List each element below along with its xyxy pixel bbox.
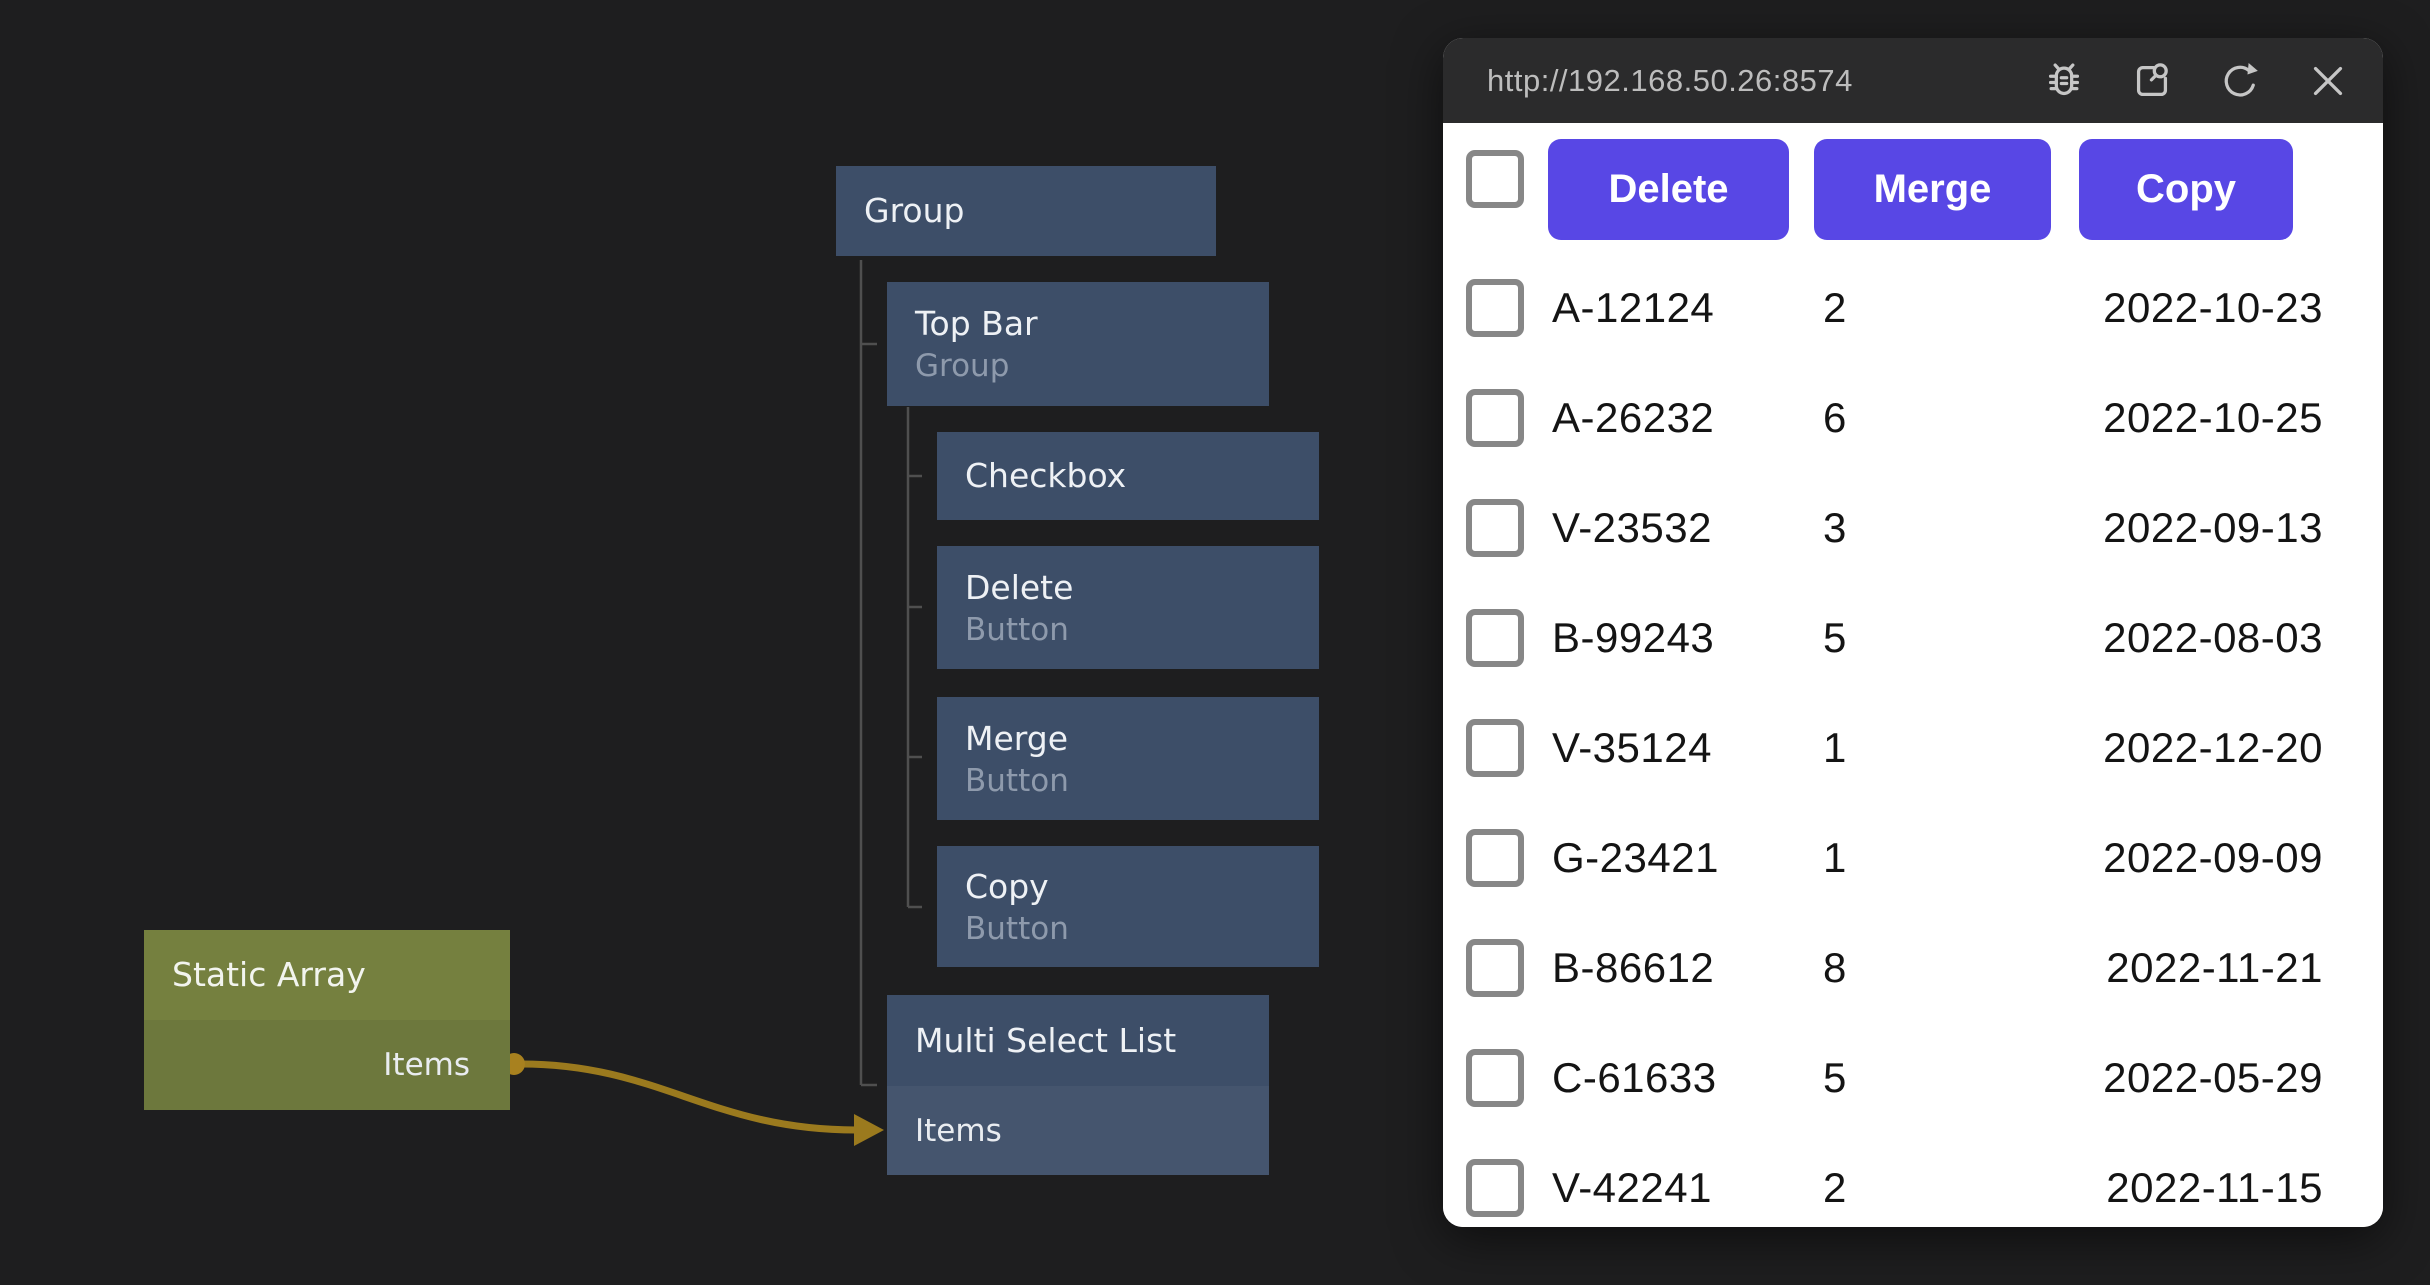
item-qty: 1 xyxy=(1823,834,1847,881)
list-item[interactable]: B-99243 5 2022-08-03 xyxy=(1443,583,2383,693)
item-id: G-23421 xyxy=(1552,834,1719,881)
item-qty: 2 xyxy=(1823,1164,1847,1211)
list-toolbar: Delete Merge Copy xyxy=(1443,131,2383,261)
item-date: 2022-12-20 xyxy=(2103,724,2323,771)
node-group-title: Group xyxy=(864,191,965,230)
item-id: A-12124 xyxy=(1552,284,1715,331)
item-id: A-26232 xyxy=(1552,394,1715,441)
item-date: 2022-11-15 xyxy=(2106,1164,2323,1211)
list-item[interactable]: A-12124 2 2022-10-23 xyxy=(1443,253,2383,363)
node-delete-title: Delete xyxy=(965,567,1074,607)
refresh-icon[interactable] xyxy=(2217,58,2263,104)
item-date: 2022-08-03 xyxy=(2103,614,2323,661)
node-copy-title: Copy xyxy=(965,866,1049,906)
item-id: V-35124 xyxy=(1552,724,1712,771)
item-qty: 5 xyxy=(1823,614,1847,661)
node-copy-button[interactable]: Copy Button xyxy=(937,846,1319,967)
node-top-bar[interactable]: Top Bar Group xyxy=(887,282,1269,406)
node-multi-select-list[interactable]: Multi Select List Items xyxy=(887,995,1269,1175)
row-checkbox[interactable] xyxy=(1466,279,1524,337)
list-item[interactable]: V-42241 2 2022-11-15 xyxy=(1443,1133,2383,1227)
item-qty: 5 xyxy=(1823,1054,1847,1101)
item-list: A-12124 2 2022-10-23 A-26232 6 2022-10-2… xyxy=(1443,253,2383,1227)
row-checkbox[interactable] xyxy=(1466,609,1524,667)
item-date: 2022-11-21 xyxy=(2106,944,2323,991)
item-id: C-61633 xyxy=(1552,1054,1717,1101)
node-top-bar-title: Top Bar xyxy=(915,304,1038,343)
preview-window: http://192.168.50.26:8574 xyxy=(1443,38,2383,1227)
item-date: 2022-09-09 xyxy=(2103,834,2323,881)
list-item[interactable]: G-23421 1 2022-09-09 xyxy=(1443,803,2383,913)
item-id: V-42241 xyxy=(1552,1164,1712,1211)
node-static-array-title: Static Array xyxy=(172,955,366,994)
items-output-port-label: Items xyxy=(383,1047,470,1083)
delete-button[interactable]: Delete xyxy=(1548,139,1789,240)
merge-button[interactable]: Merge xyxy=(1814,139,2051,240)
node-top-bar-type: Group xyxy=(915,348,1010,384)
node-delete-button[interactable]: Delete Button xyxy=(937,546,1319,669)
node-merge-type: Button xyxy=(965,762,1069,799)
item-id: B-86612 xyxy=(1552,944,1715,991)
node-copy-type: Button xyxy=(965,910,1069,947)
item-qty: 6 xyxy=(1823,394,1847,441)
copy-button[interactable]: Copy xyxy=(2079,139,2293,240)
node-checkbox-title: Checkbox xyxy=(965,456,1127,495)
item-qty: 8 xyxy=(1823,944,1847,991)
row-checkbox[interactable] xyxy=(1466,1049,1524,1107)
select-all-checkbox[interactable] xyxy=(1466,150,1524,208)
item-qty: 1 xyxy=(1823,724,1847,771)
node-multi-select-list-title: Multi Select List xyxy=(915,1020,1177,1060)
item-date: 2022-10-23 xyxy=(2103,284,2323,331)
node-static-array[interactable]: Static Array Items xyxy=(144,930,510,1110)
row-checkbox[interactable] xyxy=(1466,939,1524,997)
node-multi-select-list-items-port[interactable]: Items xyxy=(887,1086,1269,1175)
preview-titlebar[interactable]: http://192.168.50.26:8574 xyxy=(1443,38,2383,123)
debug-icon[interactable] xyxy=(2041,58,2087,104)
connection-wire-static-array-to-multi-select[interactable] xyxy=(503,1053,884,1146)
item-id: B-99243 xyxy=(1552,614,1715,661)
wire-arrowhead-icon xyxy=(854,1114,884,1146)
row-checkbox[interactable] xyxy=(1466,389,1524,447)
node-checkbox[interactable]: Checkbox xyxy=(937,432,1319,520)
item-date: 2022-09-13 xyxy=(2103,504,2323,551)
item-id: V-23532 xyxy=(1552,504,1712,551)
node-group[interactable]: Group xyxy=(836,166,1216,256)
close-icon[interactable] xyxy=(2305,58,2351,104)
list-item[interactable]: C-61633 5 2022-05-29 xyxy=(1443,1023,2383,1133)
item-qty: 2 xyxy=(1823,284,1847,331)
node-delete-type: Button xyxy=(965,611,1069,648)
item-date: 2022-10-25 xyxy=(2103,394,2323,441)
item-date: 2022-05-29 xyxy=(2103,1054,2323,1101)
node-merge-button[interactable]: Merge Button xyxy=(937,697,1319,820)
inspect-page-icon[interactable] xyxy=(2129,58,2175,104)
list-item[interactable]: V-23532 3 2022-09-13 xyxy=(1443,473,2383,583)
preview-content: Delete Merge Copy A-12124 2 2022-10-23 A… xyxy=(1443,123,2383,1227)
item-qty: 3 xyxy=(1823,504,1847,551)
list-item[interactable]: A-26232 6 2022-10-25 xyxy=(1443,363,2383,473)
list-item[interactable]: B-86612 8 2022-11-21 xyxy=(1443,913,2383,1023)
tree-line-group-children xyxy=(859,260,877,1087)
row-checkbox[interactable] xyxy=(1466,1159,1524,1217)
row-checkbox[interactable] xyxy=(1466,499,1524,557)
preview-url: http://192.168.50.26:8574 xyxy=(1487,62,1853,98)
row-checkbox[interactable] xyxy=(1466,719,1524,777)
items-input-port-label: Items xyxy=(915,1112,1002,1149)
row-checkbox[interactable] xyxy=(1466,829,1524,887)
node-merge-title: Merge xyxy=(965,718,1069,758)
tree-line-topbar-children xyxy=(906,407,922,909)
node-static-array-items-port[interactable]: Items xyxy=(144,1020,510,1110)
list-item[interactable]: V-35124 1 2022-12-20 xyxy=(1443,693,2383,803)
